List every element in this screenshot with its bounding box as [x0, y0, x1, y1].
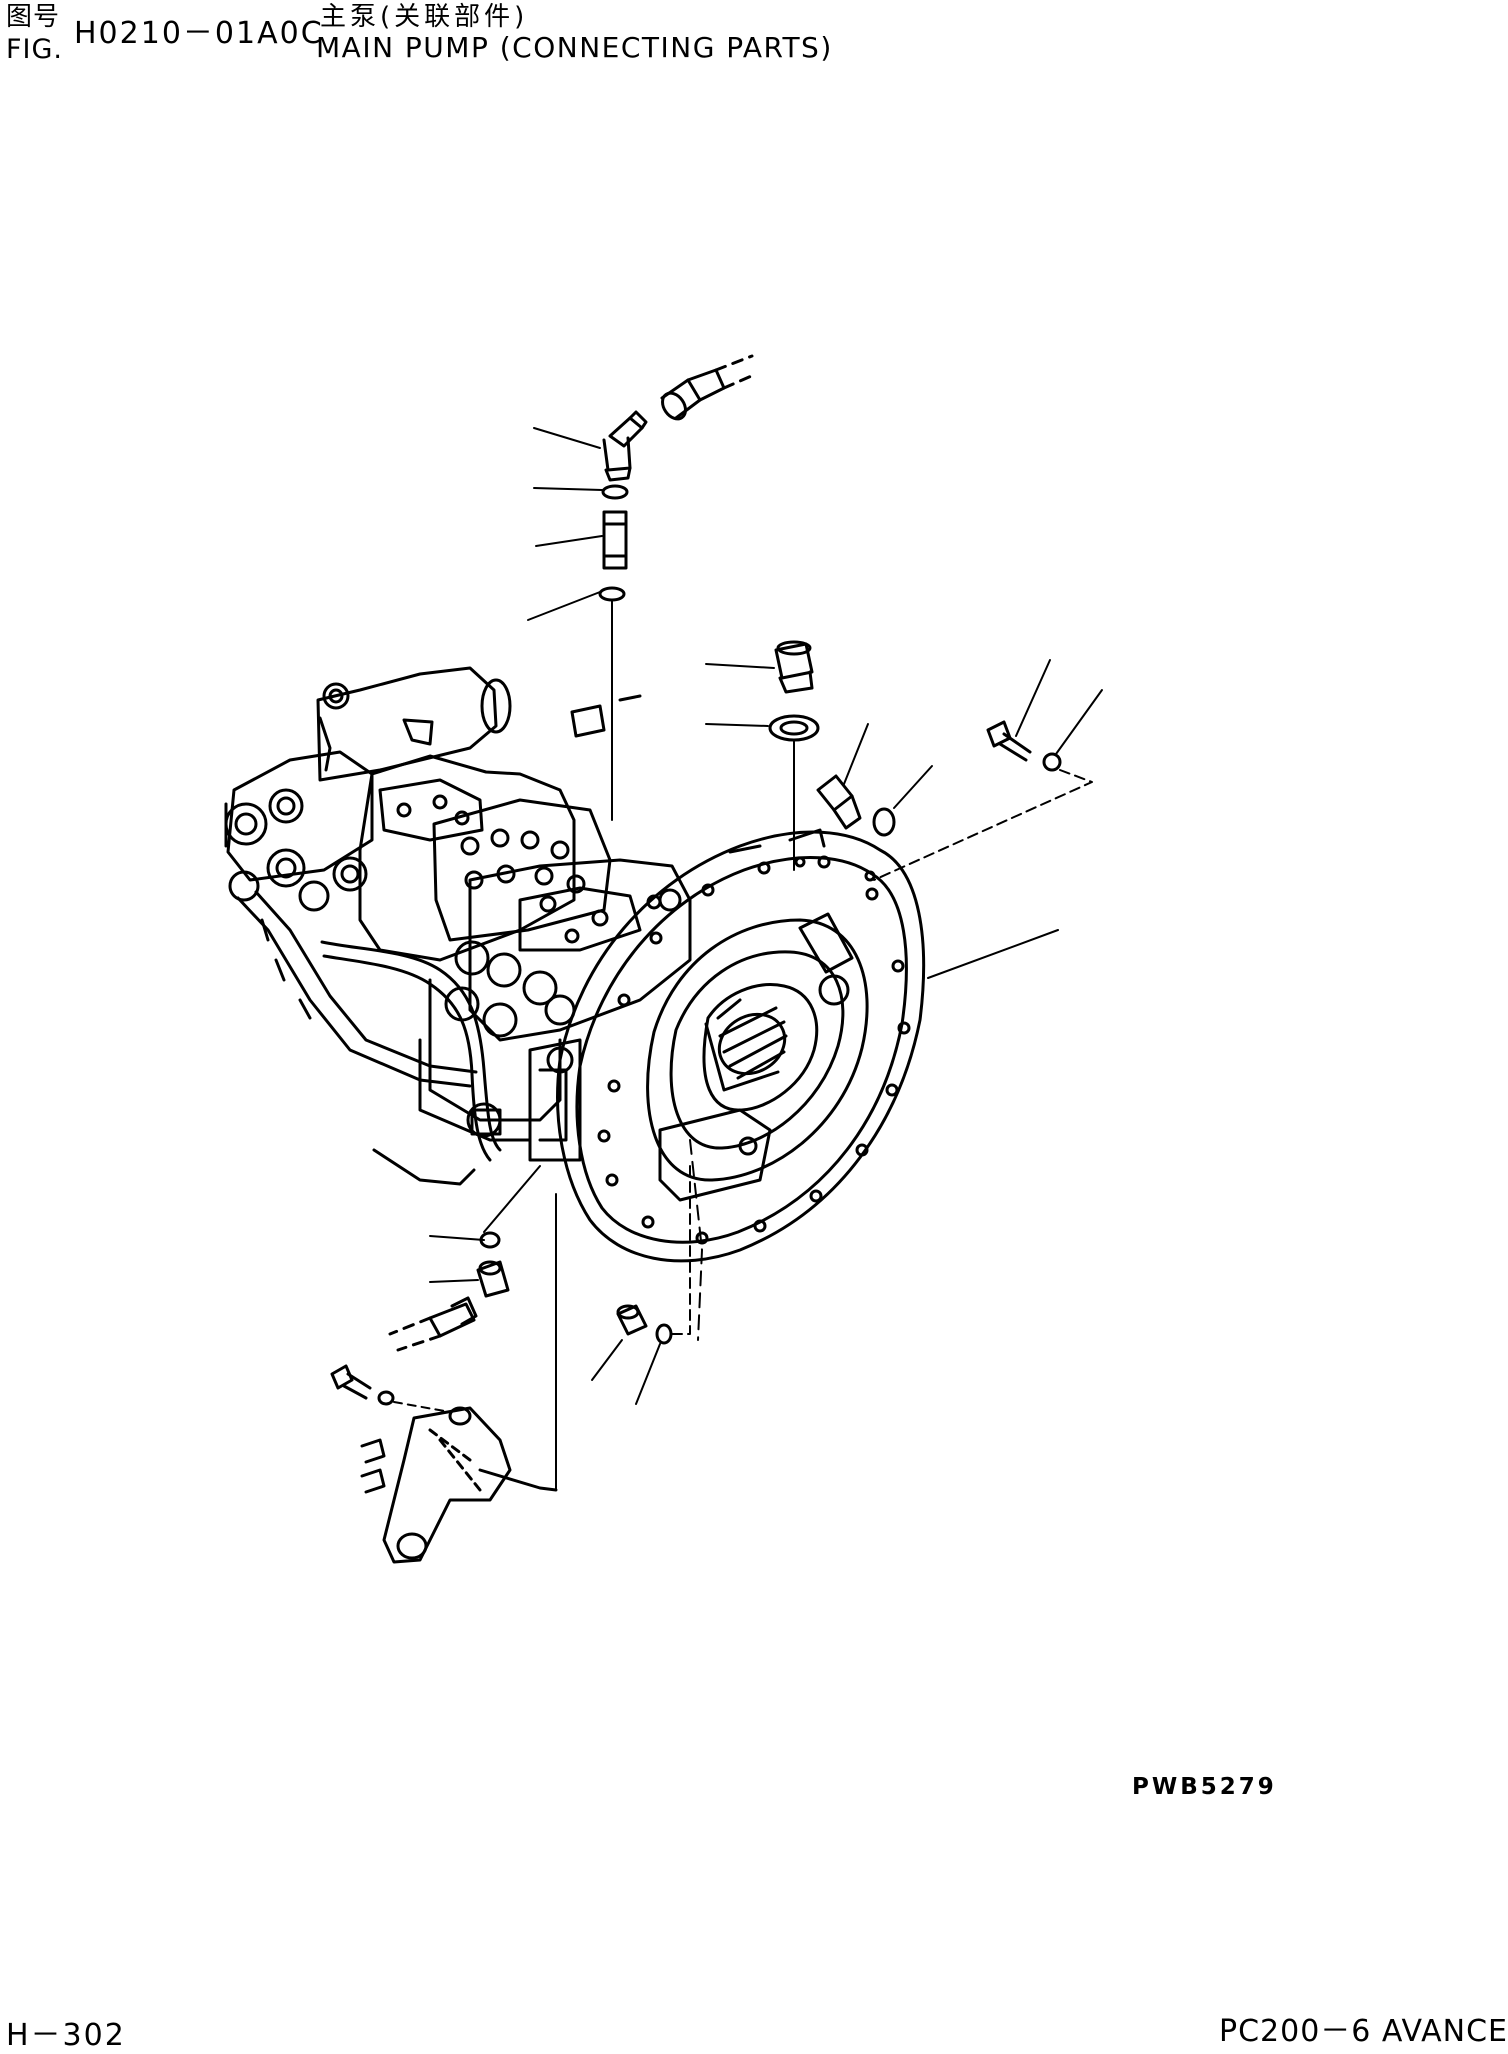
bolt-part — [986, 720, 1032, 762]
title-english: MAIN PUMP (CONNECTING PARTS) — [316, 31, 833, 64]
elbow-fitting-lower — [476, 1260, 510, 1298]
page-number: H－302 — [6, 2018, 126, 2053]
hose-end-lower — [388, 1296, 478, 1352]
o-ring-part-lower — [598, 586, 626, 602]
washer-part-right — [1042, 752, 1062, 772]
flywheel-housing — [556, 828, 926, 1263]
bracket-part — [360, 1406, 558, 1564]
main-pump-body — [224, 666, 692, 1186]
model-name: PC200－6 AVANCE — [1219, 2014, 1508, 2049]
figure-label: FIG. — [6, 34, 63, 65]
leader-lines — [429, 427, 1103, 1405]
o-ring-part-right — [872, 807, 896, 837]
drawing-code: PWB5279 — [1132, 1774, 1277, 1800]
figure-label-chinese: 图号 — [6, 2, 61, 32]
plug-part-bottom — [616, 1304, 648, 1336]
o-ring-part-top — [601, 484, 629, 500]
elbow-fitting-part — [602, 410, 648, 482]
plug-part — [774, 640, 814, 694]
washer-part-bracket — [377, 1390, 395, 1406]
connector-part — [602, 510, 628, 570]
title-chinese: 主泵(关联部件) — [320, 2, 529, 32]
o-ring-part-bottom — [655, 1323, 673, 1345]
hose-end-part — [660, 354, 758, 421]
plug-part-right — [816, 774, 862, 830]
figure-number: H0210－01A0C — [74, 16, 324, 51]
bolt-part-bracket — [330, 1364, 372, 1400]
washer-part — [768, 714, 820, 742]
